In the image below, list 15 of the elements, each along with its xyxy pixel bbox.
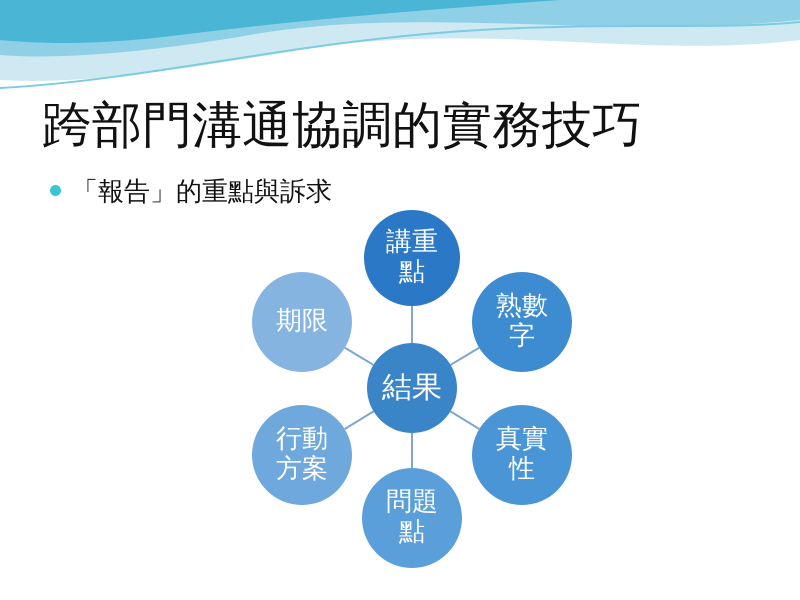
circle-node: 講重點 — [364, 210, 460, 306]
circle-node: 問題點 — [362, 468, 462, 568]
circle-node: 期限 — [252, 272, 352, 372]
circle-node: 熟數字 — [472, 272, 572, 372]
connector-line — [450, 410, 480, 430]
connector-line — [411, 306, 413, 343]
circle-node: 結果 — [367, 343, 457, 433]
connector-line — [411, 433, 413, 468]
circle-node: 行動方案 — [252, 405, 352, 505]
title: 跨部門溝通協調的實務技巧 — [42, 95, 642, 156]
bullet-text: 「報告」的重點與訴求 — [72, 176, 332, 209]
connector-line — [344, 410, 374, 430]
circle-node: 真實性 — [472, 405, 572, 505]
connector-line — [344, 346, 374, 366]
connector-line — [450, 346, 480, 366]
